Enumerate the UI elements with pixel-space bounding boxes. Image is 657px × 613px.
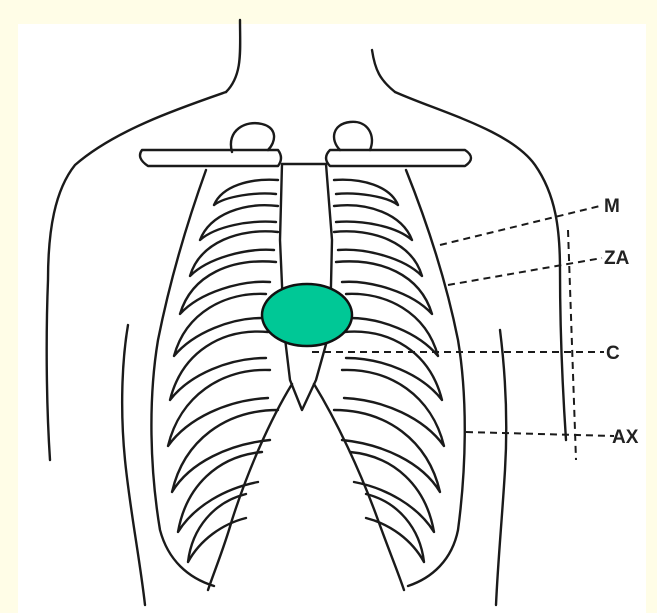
shoulder-knob-right xyxy=(334,122,372,150)
rib-left-7 xyxy=(168,370,270,446)
arm-right-inner xyxy=(496,330,506,605)
rib-right-10 xyxy=(366,494,424,562)
costal-margin-left xyxy=(208,384,292,590)
label-za: ZA xyxy=(604,248,630,269)
clavicle-left xyxy=(140,150,281,166)
heart-position-marker xyxy=(262,284,352,346)
rib-right-9 xyxy=(350,452,434,532)
label-c: C xyxy=(606,343,620,364)
leader-line-m xyxy=(440,206,600,245)
rib-left-4 xyxy=(180,261,276,314)
rib-left-9 xyxy=(178,452,262,532)
clavicle-right xyxy=(326,150,471,166)
arm-left-inner xyxy=(122,325,145,605)
rib-right-1 xyxy=(334,180,398,205)
label-ax: AX xyxy=(612,427,639,448)
costal-margin-right xyxy=(314,384,404,590)
rib-right-7 xyxy=(342,370,444,446)
rib-right-6 xyxy=(344,332,442,400)
neck-left-line xyxy=(226,20,240,92)
neck-right-line xyxy=(372,50,395,92)
shoulder-knob-left xyxy=(231,123,274,152)
rib-right-5 xyxy=(346,294,438,356)
shoulder-left-outline xyxy=(47,92,226,460)
rib-left-5 xyxy=(174,294,266,356)
label-m: M xyxy=(604,196,620,217)
rib-left-1 xyxy=(214,180,278,205)
shoulder-right-outline xyxy=(395,92,566,440)
leader-line-za xyxy=(448,258,602,285)
rib-left-6 xyxy=(170,332,268,400)
leader-line-ax xyxy=(466,432,614,436)
